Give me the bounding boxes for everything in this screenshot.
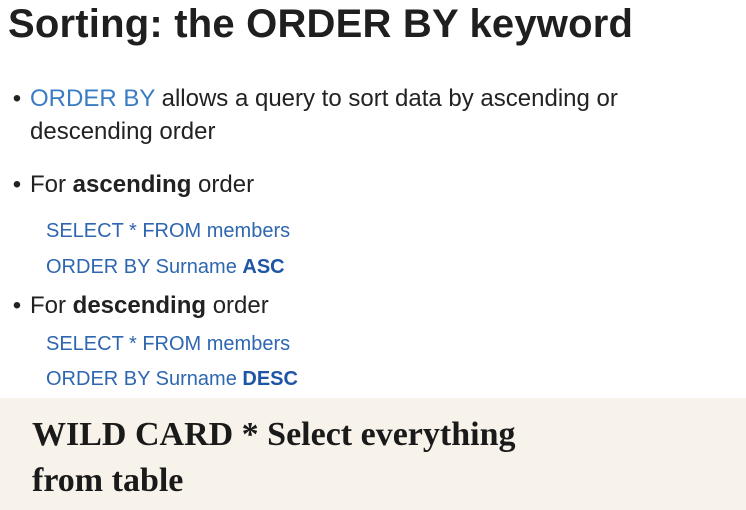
bullet-prefix: For [30, 292, 73, 319]
code-asc-line-2: ORDER BY Surname ASC [46, 255, 285, 279]
code-asc-line-1: SELECT * FROM members [46, 220, 291, 242]
code-prefix: ORDER BY Surname [46, 368, 243, 390]
code-desc-line-1: SELECT * FROM members [46, 333, 291, 355]
caption-note: WILD CARD * Select everything from table [32, 412, 732, 504]
code-prefix: ORDER BY Surname [46, 256, 243, 278]
bullet-description: allows a query to sort data by ascending… [30, 85, 618, 145]
bullet-text: For descending order [30, 289, 730, 322]
code-keyword-asc: ASC [242, 256, 285, 278]
keyword-order-by: ORDER BY [30, 85, 155, 112]
bullet-prefix: For [30, 171, 73, 198]
bullet-text: ORDER BY allows a query to sort data by … [30, 82, 730, 148]
bullet-dot: • [12, 85, 22, 112]
bullet-bold-word: ascending [72, 171, 192, 198]
caption-line-2: from table [32, 462, 184, 499]
bullet-text: For ascending order [30, 168, 730, 201]
caption-line-1: WILD CARD * Select everything [32, 416, 516, 453]
bullet-bold-word: descending [72, 292, 207, 319]
slide: Sorting: the ORDER BY keyword • ORDER BY… [0, 0, 746, 398]
code-desc-line-2: ORDER BY Surname DESC [46, 367, 298, 391]
bullet-dot: • [12, 292, 22, 319]
bullet-dot: • [12, 171, 22, 198]
bullet-suffix: order [206, 292, 269, 319]
slide-title: Sorting: the ORDER BY keyword [8, 2, 634, 46]
bullet-suffix: order [191, 171, 255, 198]
code-keyword-desc: DESC [242, 368, 298, 390]
